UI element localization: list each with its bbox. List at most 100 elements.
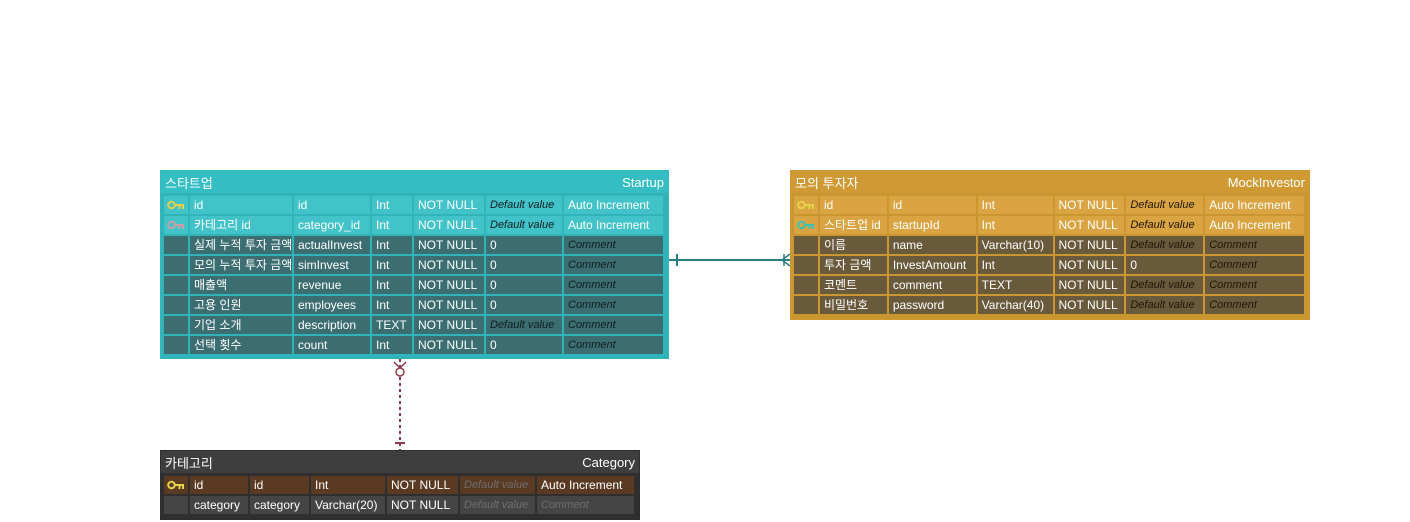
col-default[interactable]: Default value xyxy=(1126,216,1206,236)
col-type[interactable]: Int xyxy=(977,256,1055,276)
col-default[interactable]: 0 xyxy=(486,276,564,296)
col-type[interactable]: Int xyxy=(311,476,387,496)
col-extra[interactable]: Comment xyxy=(1205,296,1306,316)
col-extra[interactable]: Comment xyxy=(564,236,665,256)
col-label[interactable]: 기업 소개 xyxy=(190,316,294,336)
col-extra[interactable]: Comment xyxy=(1205,276,1306,296)
col-name[interactable]: id xyxy=(250,476,311,496)
col-type[interactable]: Varchar(10) xyxy=(977,236,1055,256)
col-label[interactable]: id xyxy=(190,196,294,216)
col-name[interactable]: id xyxy=(888,196,978,216)
col-name[interactable]: actualInvest xyxy=(294,236,372,256)
col-default[interactable]: Default value xyxy=(1126,196,1206,216)
col-type[interactable]: TEXT xyxy=(372,316,414,336)
col-type[interactable]: Int xyxy=(372,236,414,256)
col-null[interactable]: NOT NULL xyxy=(387,476,460,496)
col-name[interactable]: category xyxy=(250,496,311,516)
col-default[interactable]: Default value xyxy=(1126,276,1206,296)
col-null[interactable]: NOT NULL xyxy=(414,236,486,256)
col-label[interactable]: 코멘트 xyxy=(819,276,889,296)
col-default[interactable]: Default value xyxy=(486,196,564,216)
col-null[interactable]: NOT NULL xyxy=(414,276,486,296)
col-extra[interactable]: Auto Increment xyxy=(564,216,665,236)
col-label[interactable]: id xyxy=(190,476,250,496)
col-label[interactable]: 이름 xyxy=(819,236,889,256)
col-extra[interactable]: Comment xyxy=(1205,236,1306,256)
mockinvestor-table-header[interactable]: 모의 투자자 MockInvestor xyxy=(791,171,1309,193)
col-null[interactable]: NOT NULL xyxy=(414,216,486,236)
col-name[interactable]: employees xyxy=(294,296,372,316)
col-name[interactable]: category_id xyxy=(294,216,372,236)
col-type[interactable]: Int xyxy=(372,336,414,356)
col-type[interactable]: Varchar(20) xyxy=(311,496,387,516)
col-label[interactable]: 모의 누적 투자 금액 xyxy=(190,256,294,276)
col-label[interactable]: 선택 횟수 xyxy=(190,336,294,356)
col-null[interactable]: NOT NULL xyxy=(1054,256,1127,276)
col-name[interactable]: comment xyxy=(888,276,978,296)
col-default[interactable]: 0 xyxy=(1126,256,1206,276)
col-null[interactable]: NOT NULL xyxy=(414,256,486,276)
col-name[interactable]: revenue xyxy=(294,276,372,296)
col-extra[interactable]: Comment xyxy=(564,256,665,276)
col-label[interactable]: 스타트업 id xyxy=(819,216,889,236)
col-default[interactable]: Default value xyxy=(486,316,564,336)
col-type[interactable]: Int xyxy=(372,296,414,316)
col-default[interactable]: 0 xyxy=(486,256,564,276)
col-null[interactable]: NOT NULL xyxy=(414,316,486,336)
col-extra[interactable]: Auto Increment xyxy=(1205,216,1306,236)
col-type[interactable]: Int xyxy=(977,216,1055,236)
col-type[interactable]: Varchar(40) xyxy=(977,296,1055,316)
col-null[interactable]: NOT NULL xyxy=(1054,296,1127,316)
col-default[interactable]: Default value xyxy=(460,476,537,496)
col-default[interactable]: 0 xyxy=(486,236,564,256)
col-extra[interactable]: Auto Increment xyxy=(564,196,665,216)
col-default[interactable]: Default value xyxy=(1126,296,1206,316)
col-label[interactable]: category xyxy=(190,496,250,516)
col-type[interactable]: Int xyxy=(372,216,414,236)
col-extra[interactable]: Comment xyxy=(1205,256,1306,276)
col-default[interactable]: 0 xyxy=(486,336,564,356)
col-null[interactable]: NOT NULL xyxy=(1054,276,1127,296)
col-default[interactable]: Default value xyxy=(460,496,537,516)
col-extra[interactable]: Comment xyxy=(564,316,665,336)
col-default[interactable]: Default value xyxy=(1126,236,1206,256)
category-startup-link[interactable] xyxy=(393,359,407,450)
startup-investor-link[interactable] xyxy=(669,253,791,267)
col-null[interactable]: NOT NULL xyxy=(414,196,486,216)
category-table-header[interactable]: 카테고리 Category xyxy=(161,451,639,473)
col-extra[interactable]: Comment xyxy=(537,496,636,516)
col-label[interactable]: 비밀번호 xyxy=(819,296,889,316)
col-name[interactable]: simInvest xyxy=(294,256,372,276)
col-extra[interactable]: Auto Increment xyxy=(1205,196,1306,216)
col-type[interactable]: Int xyxy=(372,256,414,276)
col-extra[interactable]: Auto Increment xyxy=(537,476,636,496)
col-extra[interactable]: Comment xyxy=(564,336,665,356)
col-null[interactable]: NOT NULL xyxy=(414,336,486,356)
col-default[interactable]: 0 xyxy=(486,296,564,316)
col-null[interactable]: NOT NULL xyxy=(387,496,460,516)
col-default[interactable]: Default value xyxy=(486,216,564,236)
col-extra[interactable]: Comment xyxy=(564,276,665,296)
col-name[interactable]: password xyxy=(888,296,978,316)
col-name[interactable]: id xyxy=(294,196,372,216)
col-label[interactable]: 카테고리 id xyxy=(190,216,294,236)
col-name[interactable]: count xyxy=(294,336,372,356)
startup-table-header[interactable]: 스타트업 Startup xyxy=(161,171,668,193)
col-type[interactable]: Int xyxy=(372,196,414,216)
